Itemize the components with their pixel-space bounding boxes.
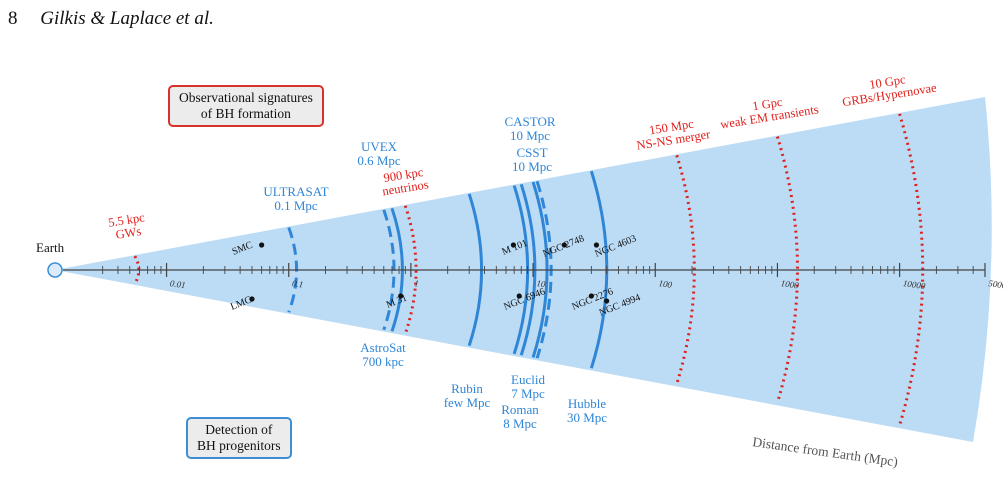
euclid-label-line-1: Euclid [511, 372, 545, 387]
observational-box-line-1: Observational signatures [179, 90, 313, 105]
running-title: Gilkis & Laplace et al. [40, 8, 214, 29]
uvex-label-line-1: UVEX [361, 139, 398, 154]
gws-label-line-1: 5.5 kpc [107, 210, 146, 230]
observational-box-line-2: of BH formation [200, 106, 291, 121]
ngc-2748-galaxy-dot [561, 242, 567, 248]
castor-label-line-1: CASTOR [504, 114, 555, 129]
ngc-4603-galaxy-dot [593, 242, 600, 248]
observational-signatures-box: Observational signatures of BH formation [168, 85, 324, 127]
rubin-label-line-1: Rubin [451, 381, 483, 396]
tick-label: 100 [658, 278, 673, 290]
tick-label: 10 [536, 278, 547, 289]
lmc-galaxy-dot [249, 296, 255, 302]
page-header: 8 Gilkis & Laplace et al. [8, 8, 214, 30]
earth-label: Earth [36, 240, 65, 255]
tick-label: 50000 [988, 278, 1003, 291]
ultrasat-label-line-1: ULTRASAT [263, 184, 328, 199]
tick-label: 1000 [780, 278, 800, 290]
tick-label: 0.01 [169, 278, 186, 290]
astrosat-label-line-2: 700 kpc [362, 354, 404, 369]
weak-em-transients-horizon-arc [775, 136, 799, 404]
smc-galaxy-dot [259, 242, 265, 248]
roman-label-line-1: Roman [501, 402, 539, 417]
axis-title: Distance from Earth (Mpc) [752, 434, 899, 469]
tick-label: 0.1 [291, 278, 304, 289]
m-101-galaxy-dot [510, 242, 516, 248]
gws-label-line-2: GWs [115, 224, 143, 242]
m-31-galaxy-dot [398, 293, 404, 299]
neutrinos-label-line-1: 900 kpc [383, 165, 425, 185]
hubble-label-line-2: 30 Mpc [567, 410, 607, 425]
roman-label-line-2: 8 Mpc [503, 416, 537, 431]
csst-label-line-1: CSST [516, 145, 547, 160]
csst-label-line-2: 10 Mpc [512, 159, 552, 174]
grbs-hypernovae-label-line-1: 10 Gpc [868, 72, 907, 92]
weak-em-transients-label-line-1: 1 Gpc [751, 95, 783, 114]
uvex-label-line-2: 0.6 Mpc [357, 153, 401, 168]
tick-label: 1 [414, 278, 420, 289]
ngc-6946-galaxy-dot [516, 293, 522, 299]
ngc-4994-galaxy-dot [604, 298, 610, 304]
ngc-2276-galaxy-dot [588, 293, 594, 299]
neutrinos-horizon-arc [403, 205, 418, 335]
ns-ns-merger-label-line-1: 150 Mpc [648, 117, 695, 138]
euclid-label-line-2: 7 Mpc [511, 386, 545, 401]
earth-marker [47, 262, 63, 278]
astrosat-label-line-1: AstroSat [360, 340, 406, 355]
tick-label: 10000 [902, 278, 926, 291]
hubble-label-line-1: Hubble [568, 396, 607, 411]
detection-box-line-1: Detection of [205, 422, 273, 437]
page-number: 8 [8, 8, 18, 29]
rubin-label-line-2: few Mpc [444, 395, 491, 410]
ultrasat-label-line-2: 0.1 Mpc [274, 198, 318, 213]
detection-box-line-2: BH progenitors [197, 438, 281, 453]
castor-label-line-2: 10 Mpc [510, 128, 550, 143]
detection-box: Detection of BH progenitors [186, 417, 292, 459]
